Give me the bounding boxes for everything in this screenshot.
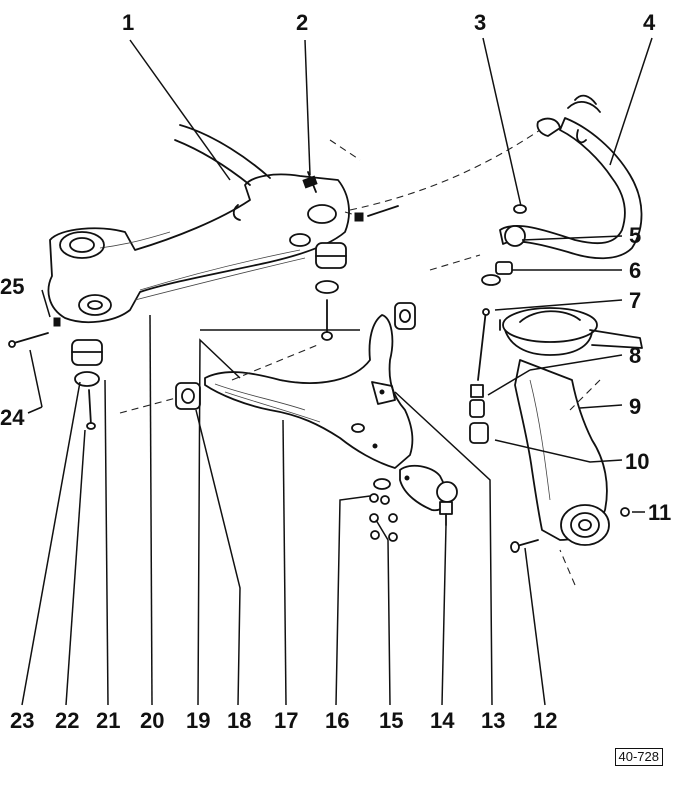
arm-bushing-front: [119, 382, 201, 414]
leader-lines: [21, 37, 653, 706]
label-17: 17: [274, 708, 299, 733]
label-5: 5: [629, 223, 642, 248]
label-22: 22: [55, 708, 80, 733]
label-7: 7: [629, 288, 642, 313]
label-23: 23: [10, 708, 35, 733]
label-2: 2: [296, 10, 309, 35]
mount-bushing-left: [71, 339, 103, 430]
wheel-bearing-housing: [514, 359, 630, 586]
bolt-12: [510, 539, 539, 553]
label-16: 16: [325, 708, 350, 733]
arm-bushing-rear: [394, 302, 416, 330]
label-24: 24: [0, 405, 25, 430]
label-11: 11: [648, 500, 672, 525]
label-1: 1: [122, 10, 135, 35]
label-21: 21: [96, 708, 121, 733]
nuts-washers-15-16: [369, 478, 398, 542]
bolt-24: [8, 317, 61, 348]
label-15: 15: [379, 708, 404, 733]
label-12: 12: [533, 708, 558, 733]
lower-control-arm: [204, 314, 414, 469]
label-14: 14: [430, 708, 455, 733]
crossmember-bolt: [344, 205, 399, 222]
label-13: 13: [481, 708, 506, 733]
mount-bushing-upper: [315, 242, 347, 341]
subframe-crossmember: [47, 124, 350, 324]
ball-joint: [399, 464, 458, 526]
stabilizer-link-parts: [469, 261, 513, 444]
label-10: 10: [625, 449, 650, 474]
assembly-lines: [231, 129, 601, 411]
strut-top-plate: [499, 307, 643, 356]
label-19: 19: [186, 708, 211, 733]
bolt-2: [302, 171, 318, 193]
label-9: 9: [629, 394, 642, 419]
figure-reference: 40-728: [614, 747, 663, 766]
label-8: 8: [629, 343, 642, 368]
label-25: 25: [0, 274, 25, 299]
label-20: 20: [140, 708, 165, 733]
label-18: 18: [227, 708, 252, 733]
label-3: 3: [474, 10, 487, 35]
label-4: 4: [643, 10, 656, 35]
label-6: 6: [629, 258, 642, 283]
stabilizer-bar: [499, 94, 643, 260]
